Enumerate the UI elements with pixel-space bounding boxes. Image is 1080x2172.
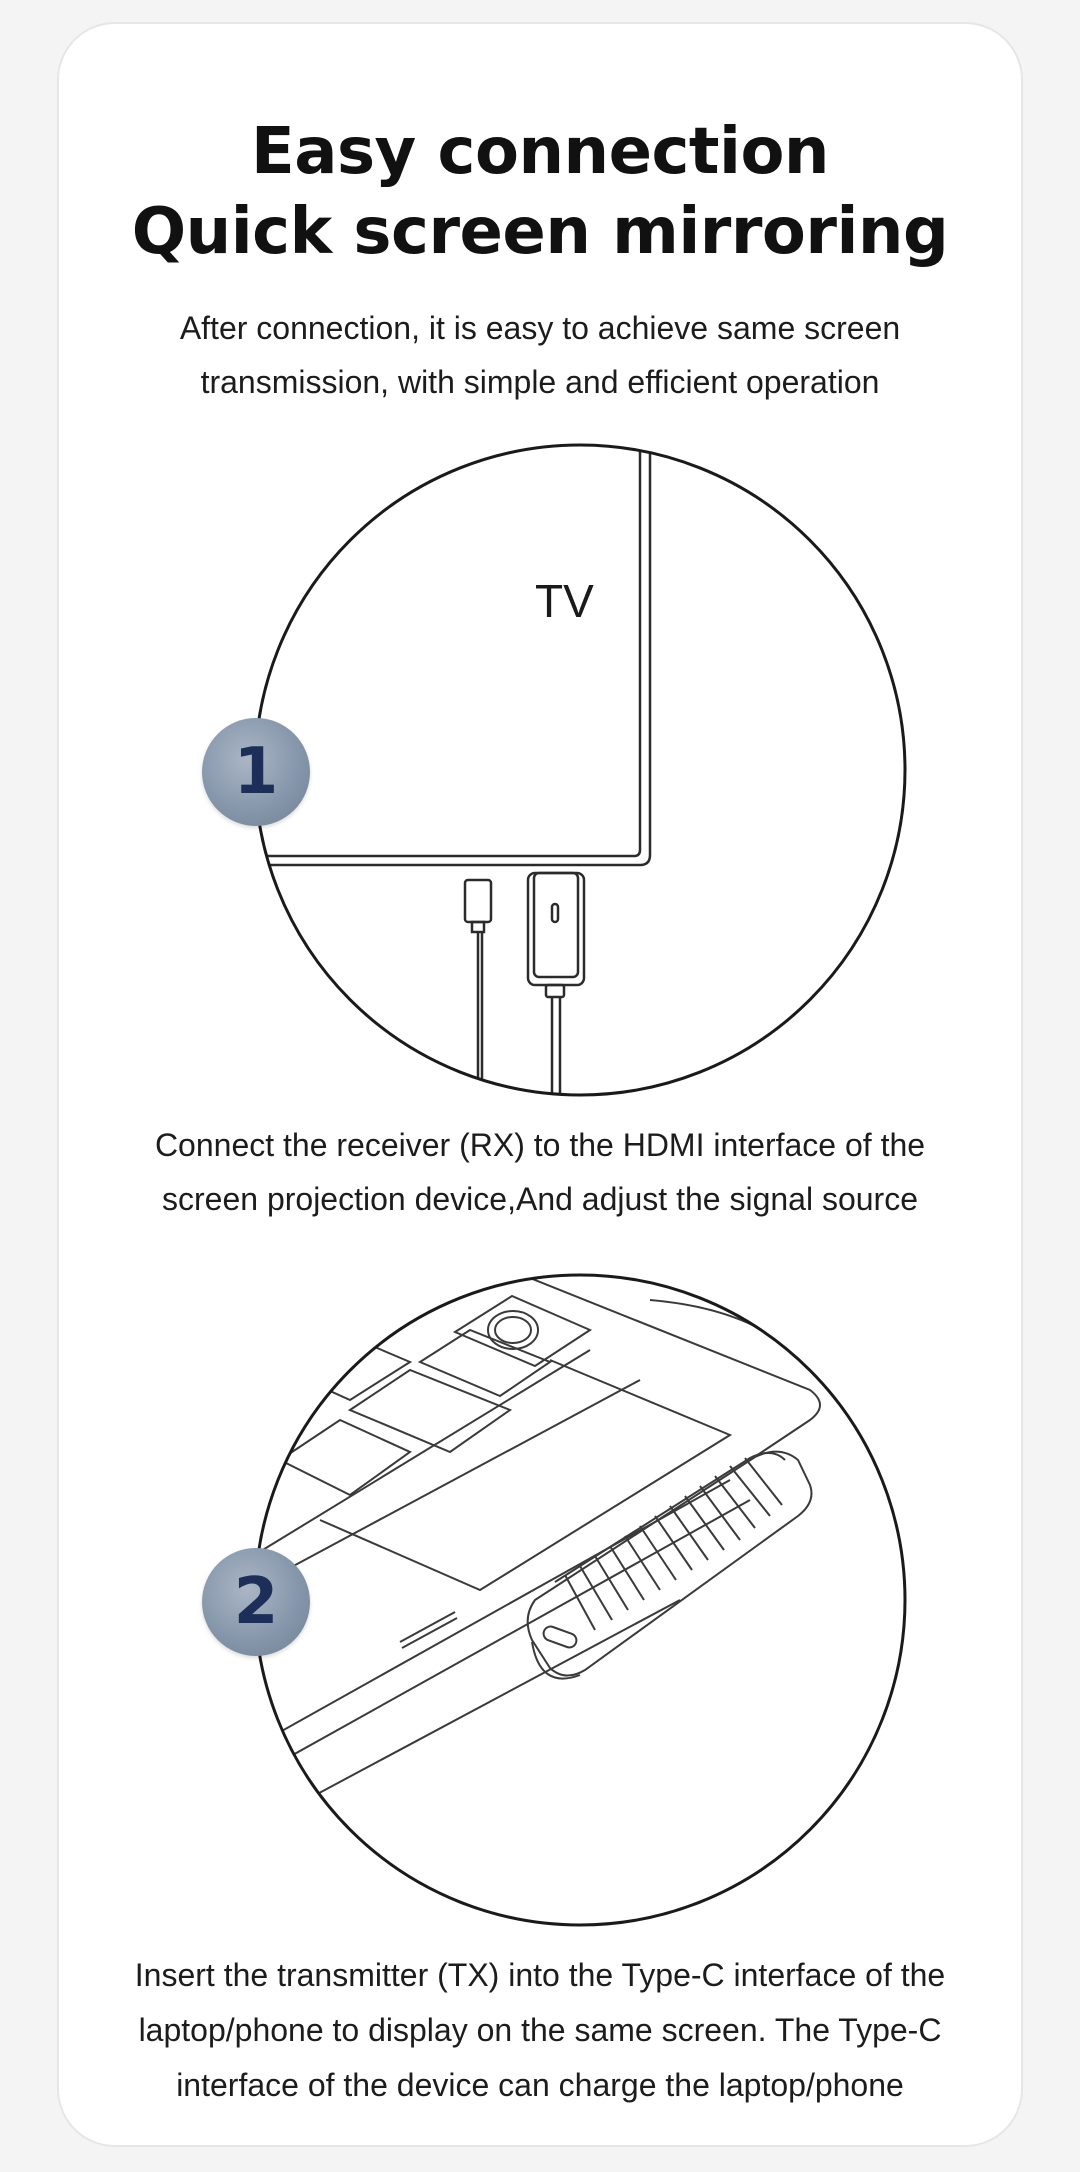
step-2-badge: 2	[202, 1548, 310, 1656]
step-2-caption-line-2: laptop/phone to display on the same scre…	[138, 2012, 942, 2048]
step-1-caption-line-1: Connect the receiver (RX) to the HDMI in…	[154, 1127, 926, 1163]
tv-receiver-illustration: TV	[253, 443, 907, 1097]
intro-line-1: After connection, it is easy to achieve …	[179, 310, 901, 346]
laptop-transmitter-illustration	[253, 1273, 907, 1927]
step-2-caption-line-1: Insert the transmitter (TX) into the Typ…	[134, 1957, 946, 1993]
headline-line-1: Easy connection	[251, 115, 829, 189]
content-card	[57, 22, 1023, 2147]
step-1-badge: 1	[202, 718, 310, 826]
intro-line-2: transmission, with simple and efficient …	[200, 364, 880, 400]
headline-line-2: Quick screen mirroring	[131, 195, 949, 269]
step-1-caption-line-2: screen projection device,And adjust the …	[162, 1181, 918, 1217]
step-2-caption-line-3: interface of the device can charge the l…	[176, 2067, 904, 2103]
tv-label: TV	[535, 575, 594, 627]
